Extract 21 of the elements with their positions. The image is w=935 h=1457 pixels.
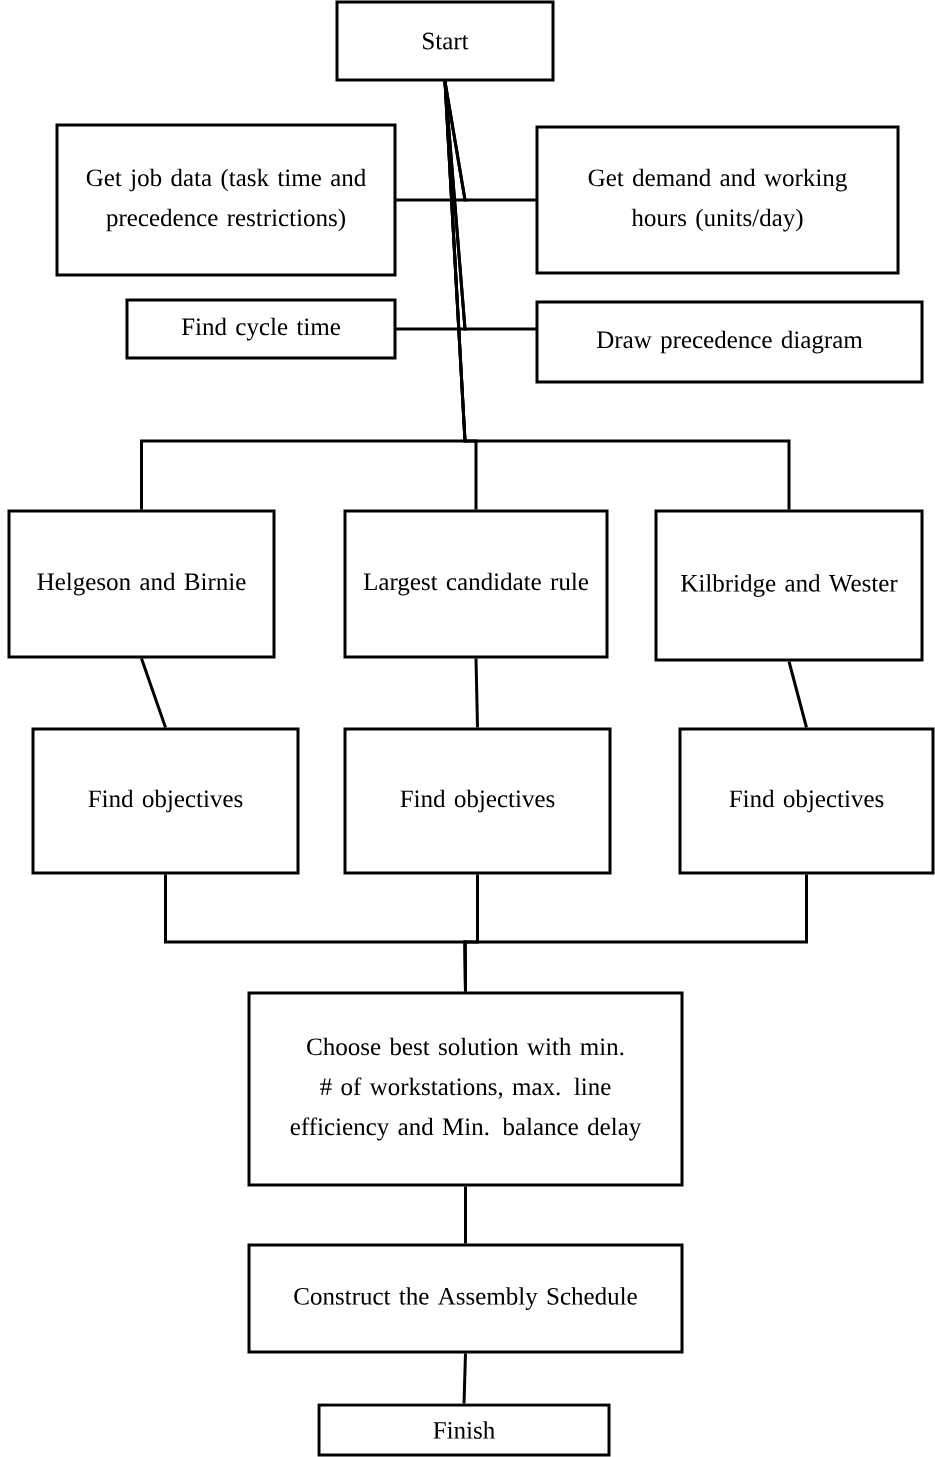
process-box: Find cycle time	[125, 298, 397, 360]
process-box: Construct the Assembly Schedule	[247, 1243, 684, 1354]
connector-line	[443, 81, 791, 510]
process-box: Draw precedence diagram	[535, 300, 924, 384]
process-box: Finish	[317, 1403, 611, 1457]
process-box: Get demand and working hours (units/day)	[535, 125, 900, 275]
process-box: Find objectives	[343, 727, 612, 875]
connector-line	[464, 1186, 467, 1244]
process-box: Kilbridge and Wester	[654, 509, 924, 662]
connector-line	[140, 658, 167, 728]
process-box: Find objectives	[678, 727, 935, 875]
process-box: Largest candidate rule	[343, 509, 609, 659]
connector-line	[787, 661, 808, 728]
process-box: Choose best solution with min. # of workstations, max. line efficiency and Min. balance delay	[247, 991, 684, 1187]
connector-line	[463, 874, 808, 992]
connector-line	[462, 1353, 467, 1404]
process-box: Helgeson and Birnie	[7, 509, 276, 659]
process-box: Get job data (task time and precedence restrictions)	[55, 123, 397, 277]
connector-line	[474, 658, 479, 728]
process-box: Find objectives	[31, 727, 300, 875]
process-box: Start	[335, 0, 555, 82]
